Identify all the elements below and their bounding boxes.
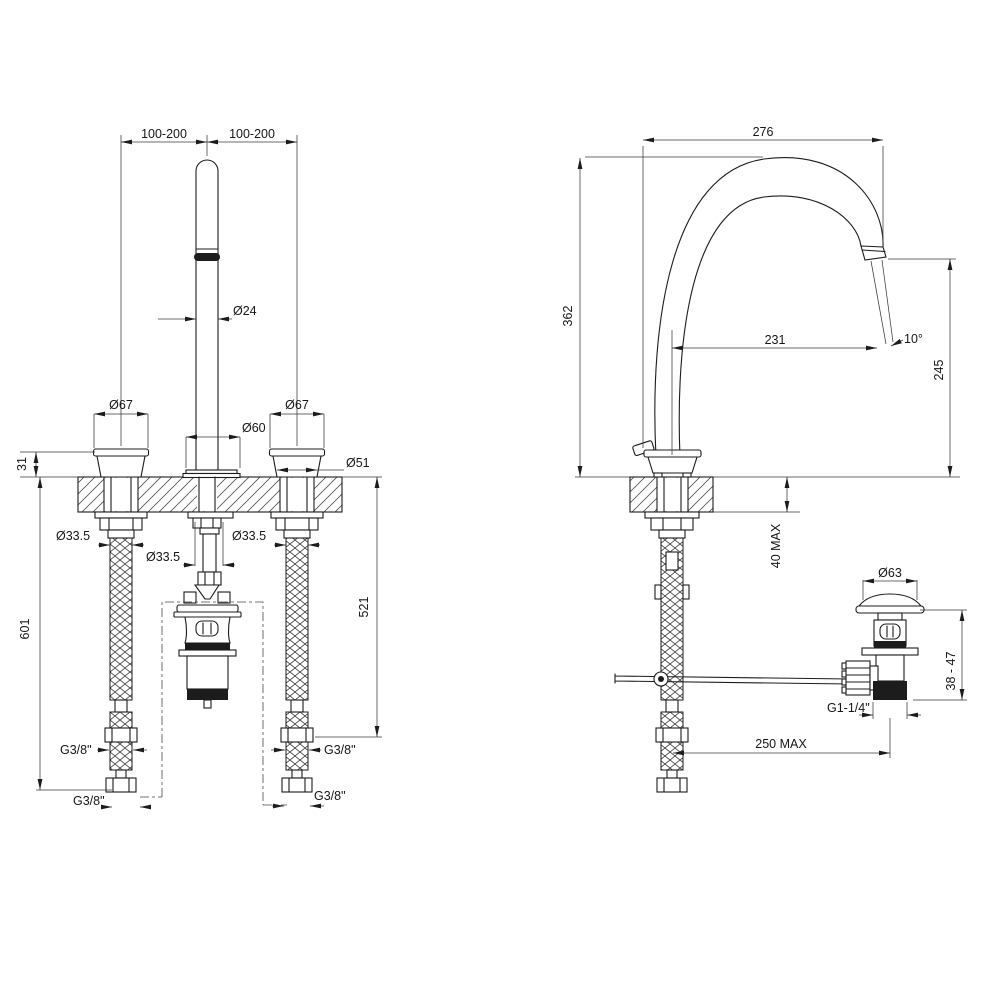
dim-label-handle-dia-left: Ø67 bbox=[109, 398, 133, 412]
dim-spout-diameter: Ø24 bbox=[158, 304, 257, 322]
dim-label-base-dia: Ø60 bbox=[242, 421, 266, 435]
supply-hose-side bbox=[644, 511, 700, 793]
dim-thread-mid-left: G3/8" bbox=[60, 743, 147, 757]
dim-hose-length-right: 521 bbox=[315, 476, 382, 738]
dim-spout-height: 362 bbox=[561, 156, 763, 477]
dim-thread-bottom-right: G3/8" bbox=[272, 789, 346, 809]
dim-waste-thread: G1-1/4" bbox=[827, 701, 921, 719]
dim-label-handle-base-dia: Ø51 bbox=[346, 456, 370, 470]
dim-label-hole-dia-center: Ø33.5 bbox=[146, 550, 180, 564]
dim-label-deck-max: 40 MAX bbox=[769, 523, 783, 568]
dim-spout-reach: 276 bbox=[642, 125, 884, 448]
dim-handle-diameter-left: Ø67 bbox=[93, 398, 149, 448]
dim-label-outlet-height: 245 bbox=[932, 360, 946, 381]
dim-label-height: 362 bbox=[561, 306, 575, 327]
dim-hole-diameter-left: Ø33.5 bbox=[56, 529, 144, 548]
supply-hose-right bbox=[280, 537, 314, 793]
front-view: 100-200 100-200 Ø24 Ø67 Ø67 Ø60 Ø51 bbox=[15, 127, 382, 810]
dim-spacing-left: 100-200 100-200 bbox=[120, 127, 298, 446]
dim-label-reach: 276 bbox=[753, 125, 774, 139]
dim-label-waste-range: 38 - 47 bbox=[944, 651, 958, 690]
dim-hose-length-left: 601 bbox=[18, 477, 112, 791]
dim-label-hose-len-left: 601 bbox=[18, 619, 32, 640]
dim-label-thread-mid-left: G3/8" bbox=[60, 743, 92, 757]
dim-label-handle-dia-right: Ø67 bbox=[285, 398, 309, 412]
dim-waste-cap-diameter: Ø63 bbox=[862, 566, 918, 600]
dim-label-thread-mid-right: G3/8" bbox=[324, 743, 356, 757]
dim-label-thread-bottom-left: G3/8" bbox=[73, 794, 105, 808]
dim-waste-height-range: 38 - 47 bbox=[913, 609, 967, 701]
dim-label-hose-len-right: 521 bbox=[357, 597, 371, 618]
dim-outlet-reach: 231 bbox=[671, 330, 877, 455]
dim-label-spout-dia: Ø24 bbox=[233, 304, 257, 318]
dim-handle-base-diameter: Ø51 bbox=[277, 456, 370, 473]
spout-side bbox=[632, 157, 894, 478]
dim-label-outlet-reach: 231 bbox=[765, 333, 786, 347]
pop-up-waste-side bbox=[841, 593, 925, 700]
dim-deck-thickness: 40 MAX bbox=[769, 477, 790, 568]
dim-label-rod-max: 250 MAX bbox=[755, 737, 807, 751]
dim-label-outlet-angle: 10° bbox=[904, 332, 923, 346]
counter-front bbox=[77, 476, 343, 513]
side-view: 276 362 231 10° 245 40 MAX Ø bbox=[561, 125, 967, 793]
pop-up-waste-front bbox=[140, 601, 287, 806]
handle-left-front bbox=[92, 448, 150, 539]
dim-label-hole-dia-left: Ø33.5 bbox=[56, 529, 90, 543]
dim-outlet-angle: 10° bbox=[890, 332, 923, 347]
dim-rod-reach: 250 MAX bbox=[673, 718, 891, 758]
pop-up-rod bbox=[614, 671, 851, 687]
dim-handle-diameter-right: Ø67 bbox=[269, 398, 325, 448]
dim-label-waste-dia: Ø63 bbox=[878, 566, 902, 580]
dim-outlet-height: 245 bbox=[888, 258, 956, 477]
dim-hole-diameter-right: Ø33.5 bbox=[232, 529, 320, 548]
spout-front bbox=[182, 159, 241, 604]
dim-spout-base-diameter: Ø60 bbox=[185, 421, 266, 468]
dim-thread-mid-right: G3/8" bbox=[271, 743, 356, 757]
dim-label-spacing-left: 100-200 bbox=[141, 127, 187, 141]
dim-handle-height: 31 bbox=[15, 451, 95, 478]
dim-label-thread-bottom-right: G3/8" bbox=[314, 789, 346, 803]
dim-label-handle-height: 31 bbox=[15, 457, 29, 471]
dim-label-waste-thread: G1-1/4" bbox=[827, 701, 870, 715]
counter-side bbox=[575, 476, 960, 513]
dim-hole-diameter-center: Ø33.5 bbox=[146, 522, 235, 568]
dim-label-hole-dia-right: Ø33.5 bbox=[232, 529, 266, 543]
dim-thread-bottom-left: G3/8" bbox=[73, 794, 151, 810]
dim-label-spacing-right: 100-200 bbox=[229, 127, 275, 141]
supply-hose-left bbox=[104, 537, 138, 793]
